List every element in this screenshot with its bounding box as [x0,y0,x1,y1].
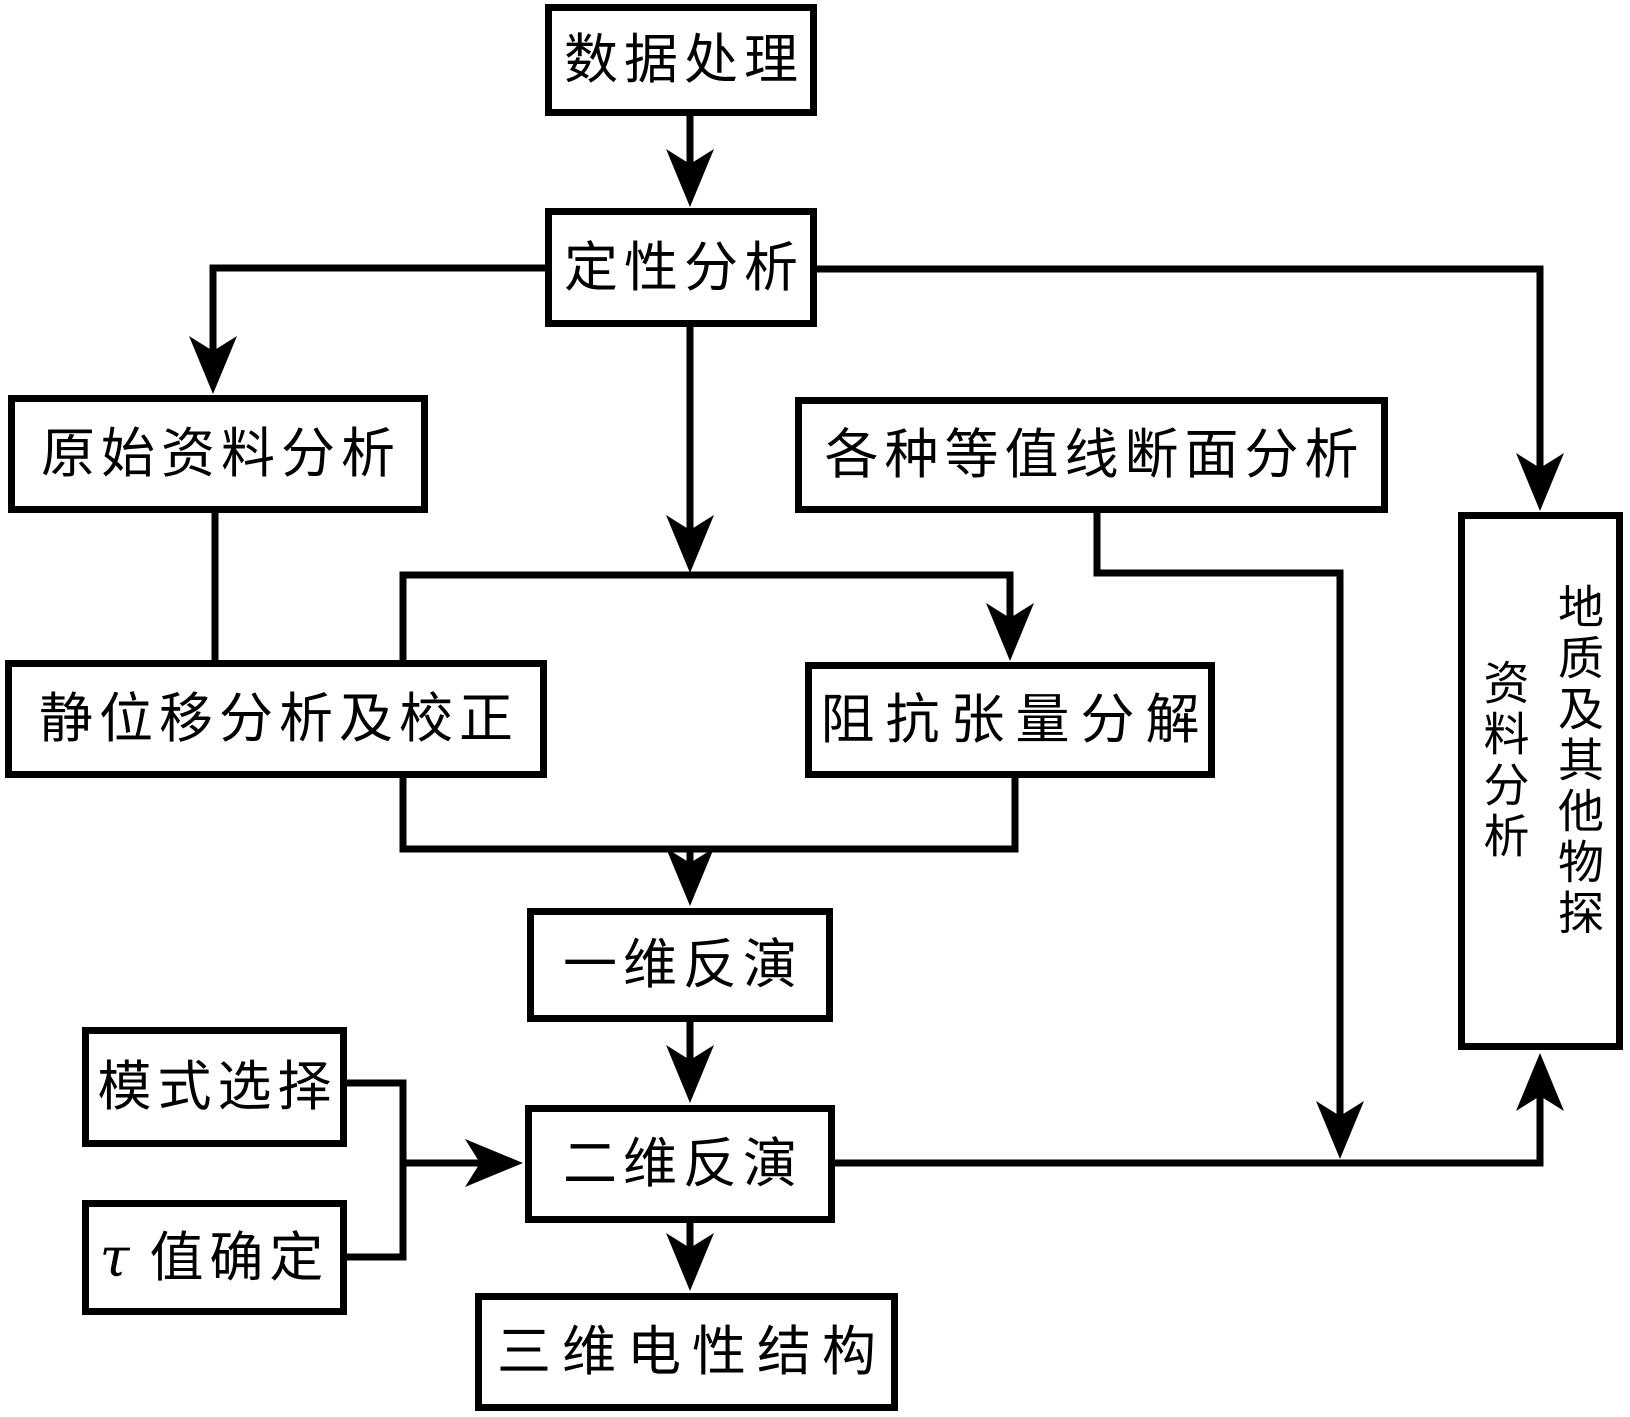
node-static-shift-correction: 静位移分析及校正 [5,660,547,778]
edge-contour-route-line [1093,506,1344,1121]
node-label: 数据处理 [564,28,804,92]
node-label: 三维电性结构 [497,1320,887,1384]
node-label: 值确定 [149,1225,330,1289]
node-label: 原始资料分析 [41,422,401,486]
arrowhead-into-geology-bottom [1516,1053,1564,1111]
arrowhead-into-3dstructure [666,1233,714,1291]
node-label: 定性分析 [564,235,804,299]
arrowhead-into-rawdata [189,336,237,394]
node-label: 各种等值线断面分析 [824,423,1365,487]
tau-symbol: τ [99,1225,130,1289]
node-1d-inversion: 一维反演 [527,908,833,1022]
node-label: 二维反演 [563,1132,803,1196]
node-2d-inversion: 二维反演 [525,1105,835,1223]
arrowhead-into-1dinversion [666,848,714,906]
edge-qualitative-geology-line [813,265,1544,473]
node-contour-section-analysis: 各种等值线断面分析 [795,397,1388,513]
arrowhead-into-qualitative [666,149,714,207]
node-impedance-tensor-decomposition: 阻抗张量分解 [805,662,1215,778]
node-raw-data-analysis: 原始资料分析 [8,395,428,513]
node-geology-geophysics-analysis: 地质及其他物探 资料分析 [1458,512,1623,1050]
node-label: 静位移分析及校正 [39,687,519,751]
node-qualitative-analysis: 定性分析 [545,208,817,327]
node-label: 模式选择 [97,1055,338,1119]
edge-modes-bracket-line [343,1079,407,1261]
node-data-processing: 数据处理 [545,4,817,116]
edge-split-top-line [399,571,1014,665]
edge-qualitative-rawdata-line [209,264,551,356]
edge-2d-geology-line [831,1091,1544,1167]
node-label: 地质及其他物探 资料分析 [1476,582,1606,940]
node-tau-determination: τ 值确定 [82,1200,347,1315]
arrowhead-into-impedance [986,603,1034,661]
arrowhead-into-2dinversion-top [666,1045,714,1103]
node-label: 一维反演 [563,933,803,997]
node-mode-selection: 模式选择 [82,1027,347,1147]
node-3d-electrical-structure: 三维电性结构 [475,1293,898,1411]
arrowhead-into-split [666,515,714,573]
node-label: 阻抗张量分解 [820,688,1211,752]
edge-merge-bottom-line [399,772,1019,853]
arrowhead-into-2dinversion-left [465,1139,523,1187]
arrowhead-into-geology-top [1516,453,1564,511]
arrowhead-contour-into-loopline [1316,1101,1364,1159]
